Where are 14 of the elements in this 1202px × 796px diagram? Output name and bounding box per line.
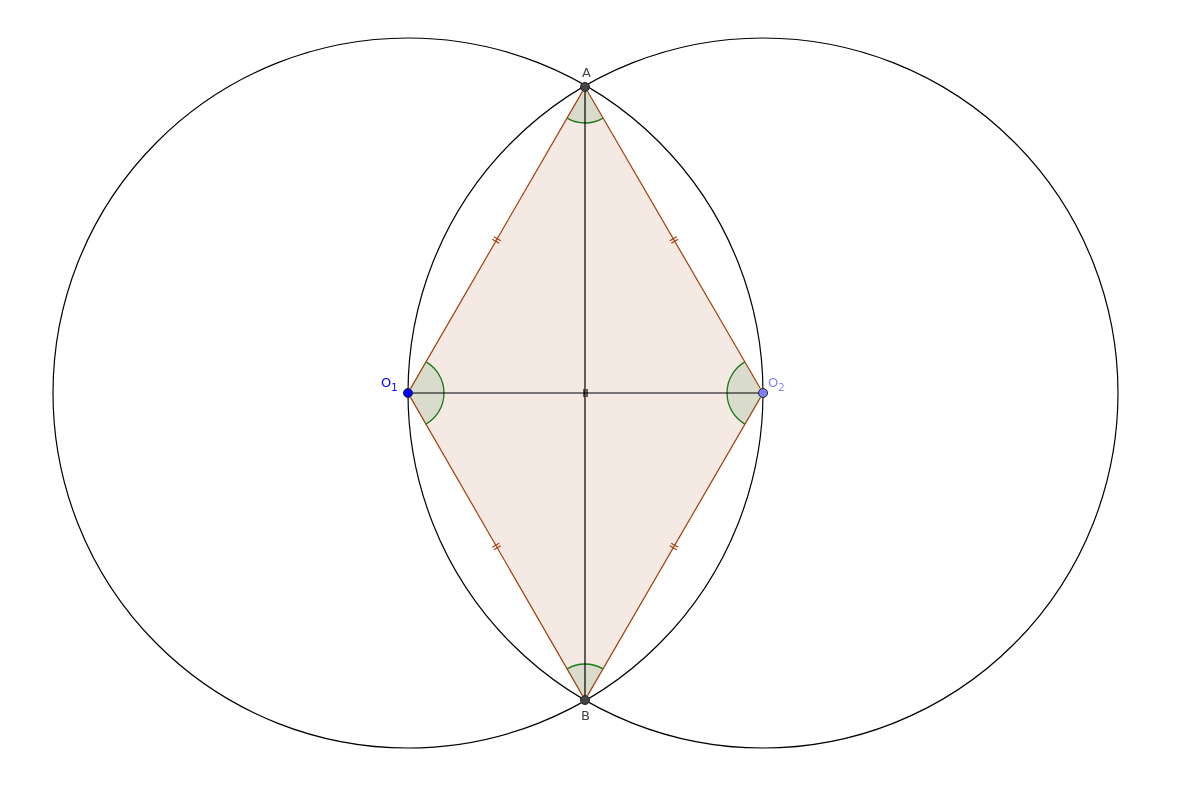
point-marker bbox=[580, 82, 590, 92]
point-label: A bbox=[582, 65, 591, 80]
point-marker bbox=[403, 388, 413, 398]
line-segment bbox=[586, 90, 762, 390]
line-segment bbox=[409, 396, 584, 697]
point-marker bbox=[580, 695, 590, 705]
line-segment bbox=[409, 90, 584, 390]
point-label: B bbox=[581, 708, 590, 723]
point-marker bbox=[758, 388, 768, 398]
line-segment bbox=[412, 392, 759, 394]
point-label: O$_{2}$ bbox=[768, 375, 785, 393]
line-segment bbox=[584, 91, 586, 696]
point-label: O$_{1}$ bbox=[381, 375, 398, 393]
line-segment bbox=[586, 396, 762, 697]
